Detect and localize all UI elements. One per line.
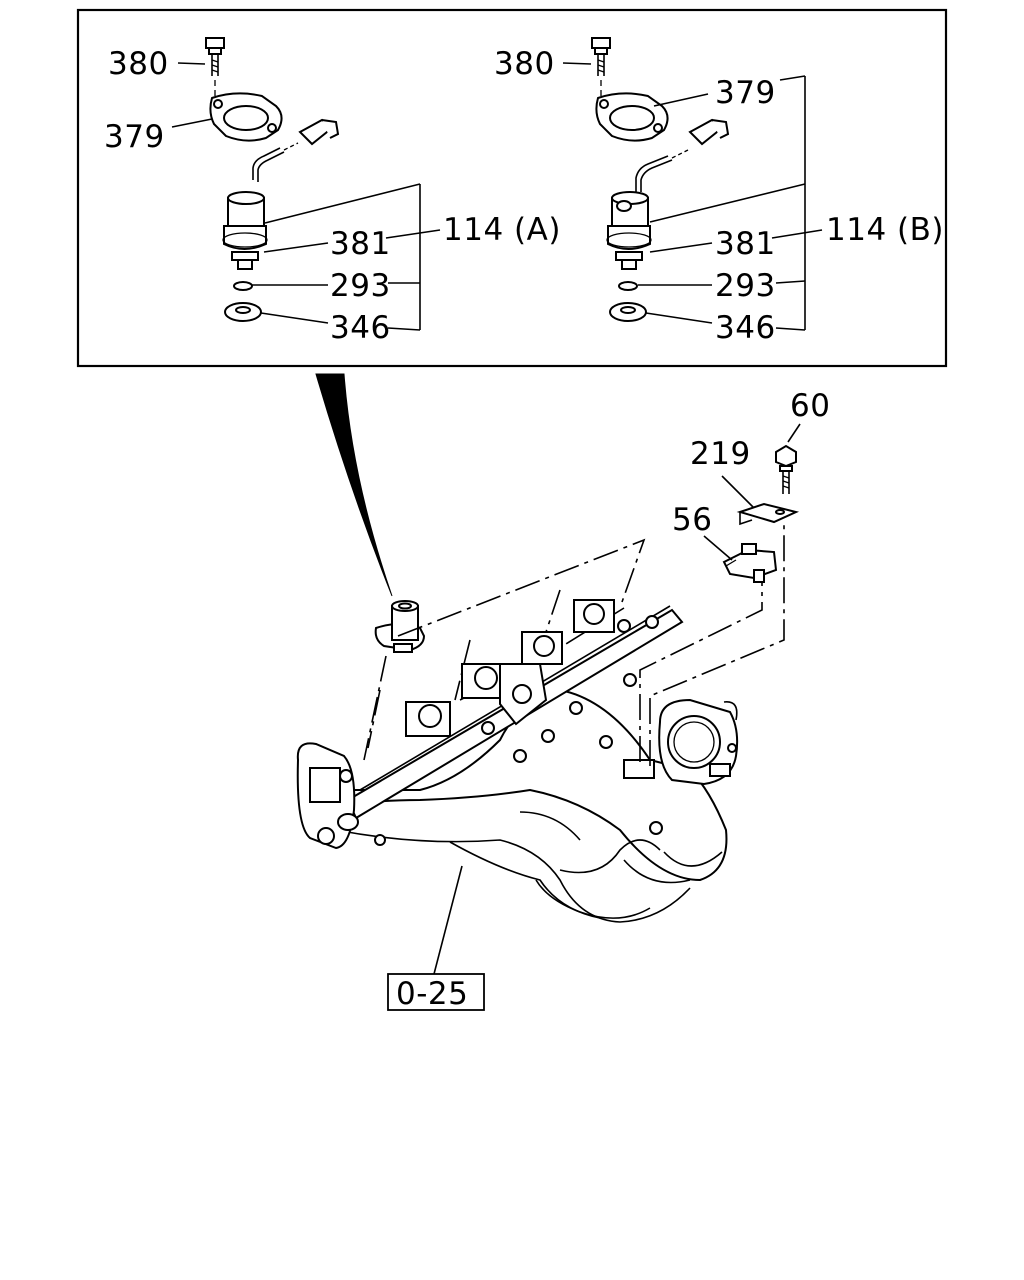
connector-icon [635, 118, 730, 192]
bolt-icon [205, 37, 225, 76]
valve-assembly-a [171, 37, 441, 331]
solenoid-valve-icon [222, 191, 268, 270]
label-380-a: 380 [108, 46, 169, 82]
label-293-a: 293 [330, 268, 391, 304]
reference-label[interactable]: 0-25 [396, 976, 468, 1012]
washer-icon [224, 302, 262, 322]
label-56: 56 [672, 502, 712, 538]
callout-arrow [315, 373, 393, 597]
reference-box[interactable] [387, 973, 485, 1011]
valve-assembly-b [562, 37, 823, 331]
connector-icon [252, 118, 340, 182]
bolt-icon [591, 37, 611, 76]
solenoid-valve-icon [606, 191, 652, 270]
o-ring-icon [233, 281, 253, 291]
label-219: 219 [690, 436, 751, 472]
label-379-a: 379 [104, 119, 165, 155]
bracket-icon [736, 502, 800, 526]
throttle-body-icon [658, 698, 739, 786]
label-379-b: 379 [715, 75, 776, 111]
o-ring-icon [618, 281, 638, 291]
flange-icon [209, 92, 283, 142]
label-381-b: 381 [715, 226, 776, 262]
solenoid-valve-icon [374, 600, 426, 653]
label-381-a: 381 [330, 226, 391, 262]
detail-box [76, 8, 948, 368]
label-293-b: 293 [715, 268, 776, 304]
washer-icon [609, 302, 647, 322]
label-346-b: 346 [715, 310, 776, 346]
label-114-a: 114 (A) [443, 212, 561, 248]
bolt-icon [775, 444, 797, 494]
label-60: 60 [790, 388, 830, 424]
intake-manifold-icon [296, 599, 728, 923]
label-346-a: 346 [330, 310, 391, 346]
label-380-b: 380 [494, 46, 555, 82]
sensor-icon [722, 543, 778, 583]
flange-icon [595, 92, 669, 142]
label-114-b: 114 (B) [826, 212, 944, 248]
